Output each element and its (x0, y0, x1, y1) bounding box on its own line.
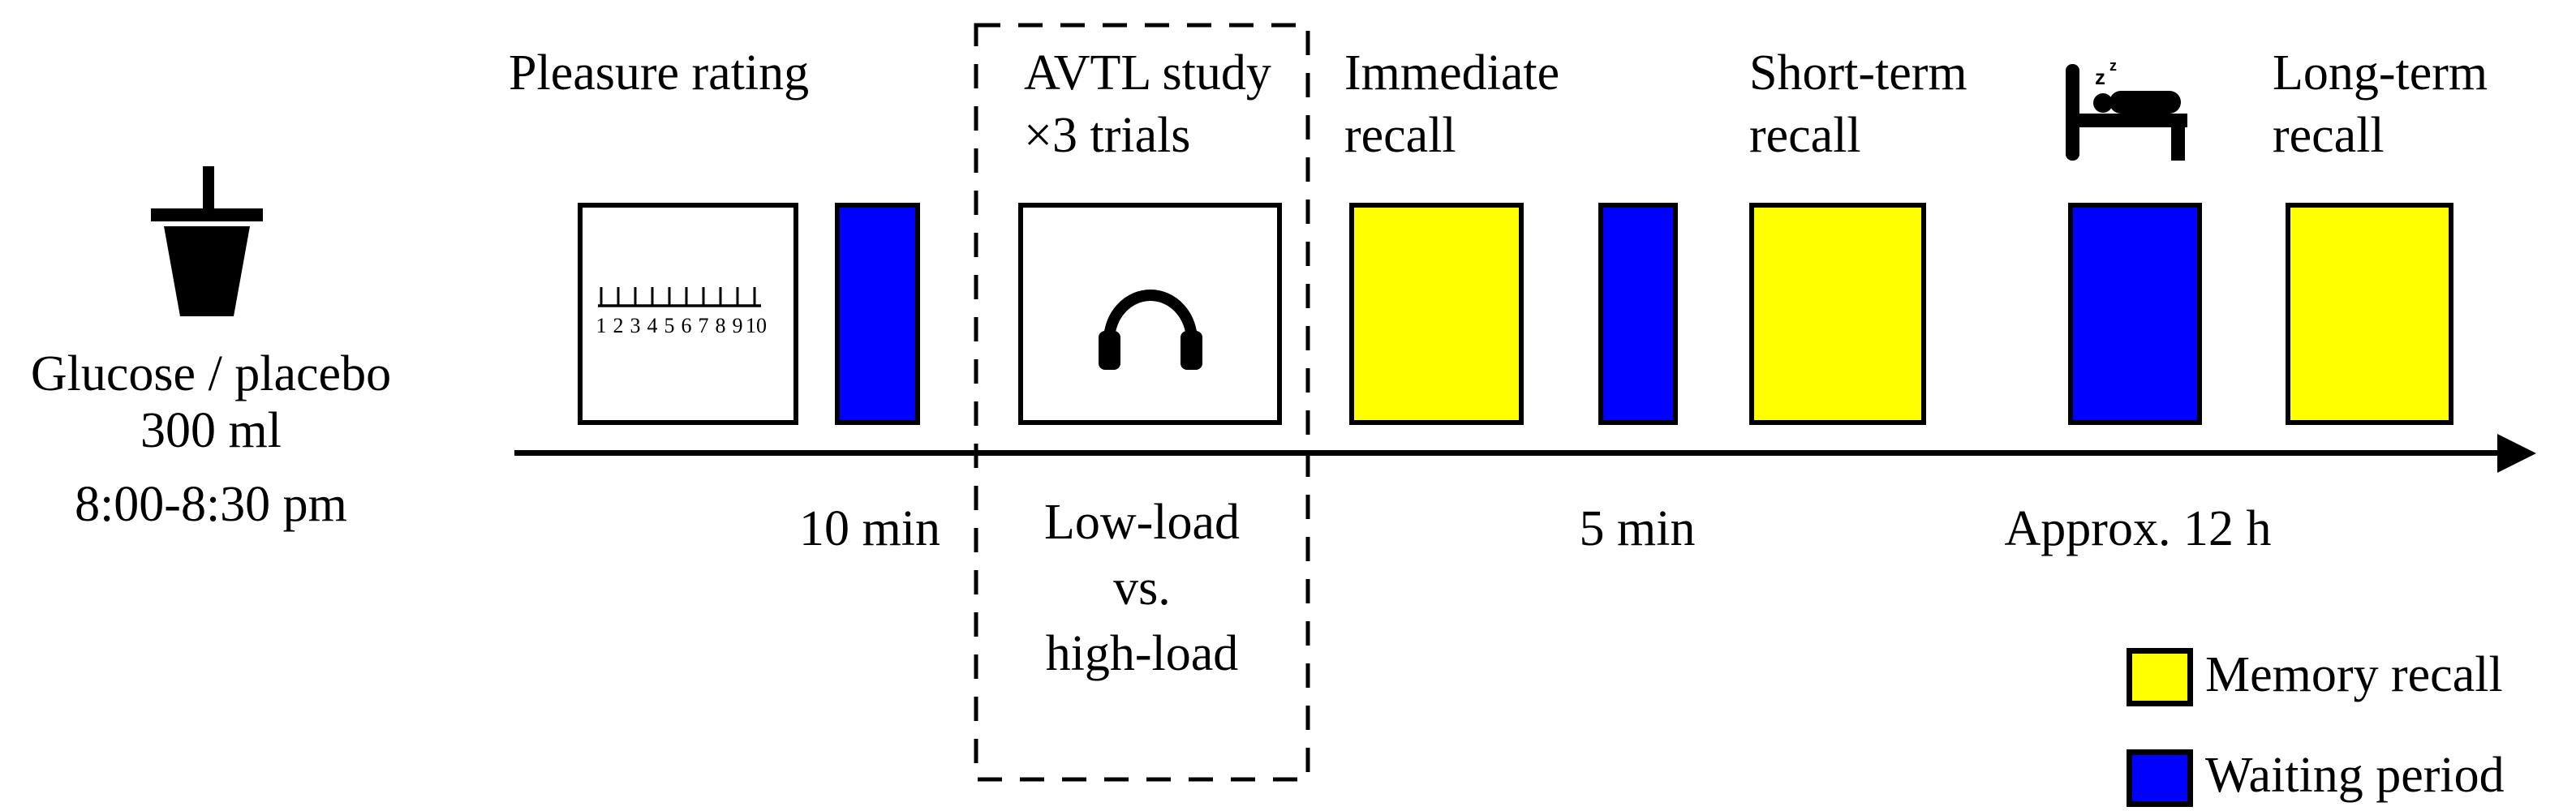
scale-num-5: 5 (664, 314, 675, 337)
waiting-box-1 (835, 203, 920, 425)
scale-num-3: 3 (630, 314, 641, 337)
long-term-recall-label-line1: Long-term (2273, 45, 2488, 101)
long-term-recall-label-line2: recall (2273, 108, 2385, 163)
duration-5min: 5 min (1579, 501, 1696, 556)
sleep-z1: z (2095, 65, 2105, 89)
duration-12h: Approx. 12 h (2004, 501, 2272, 556)
legend-waiting-swatch (2127, 749, 2193, 807)
avtl-study-box (1018, 203, 1282, 425)
short-term-recall-label-line2: recall (1749, 108, 1861, 163)
avtl-condition-line2: vs. (1113, 560, 1171, 616)
short-term-recall-box (1749, 203, 1926, 425)
immediate-recall-box (1349, 203, 1524, 425)
pleasure-rating-label: Pleasure rating (509, 45, 810, 101)
avtl-condition-label: Low-load vs. high-load (974, 490, 1310, 687)
legend-memory-swatch (2127, 648, 2193, 706)
immediate-recall-label-line1: Immediate (1344, 45, 1560, 101)
sleep-z2: z (2109, 58, 2117, 74)
short-term-recall-label-line1: Short-term (1749, 45, 1967, 101)
avtl-study-label-line2: ×3 trials (1024, 108, 1191, 163)
timeline-axis (514, 450, 2502, 456)
avtl-study-label-line1: AVTL study (1024, 45, 1271, 101)
long-term-recall-label: Long-term recall (2273, 42, 2488, 167)
immediate-recall-label: Immediate recall (1344, 42, 1559, 167)
pleasure-rating-box (578, 203, 798, 425)
scale-num-7: 7 (699, 314, 709, 337)
immediate-recall-label-line2: recall (1344, 108, 1456, 163)
waiting-box-3 (2068, 203, 2202, 425)
avtl-study-label: AVTL study ×3 trials (1024, 42, 1271, 167)
scale-num-9: 9 (733, 314, 743, 337)
short-term-recall-label: Short-term recall (1749, 42, 1967, 167)
legend-waiting-label: Waiting period (2205, 748, 2505, 803)
intervention-name: Glucose / placebo (30, 346, 392, 401)
legend-memory-label: Memory recall (2205, 647, 2503, 702)
avtl-condition-line3: high-load (1045, 626, 1239, 681)
avtl-dashed-region (974, 23, 1310, 782)
scale-num-6: 6 (682, 314, 692, 337)
intervention-time: 8:00-8:30 pm (75, 477, 347, 532)
long-term-recall-box (2286, 203, 2453, 425)
headphones-icon (1099, 290, 1202, 370)
scale-num-2: 2 (613, 314, 624, 337)
scale-num-8: 8 (716, 314, 726, 337)
scale-num-4: 4 (647, 314, 658, 337)
rating-scale-icon: 1 2 3 4 5 6 7 8 9 10 (596, 287, 767, 337)
duration-10min: 10 min (799, 501, 940, 556)
bed-sleep-icon: z z (2066, 58, 2187, 161)
waiting-box-2 (1598, 203, 1678, 425)
drink-cup-icon (151, 166, 263, 316)
scale-num-1: 1 (596, 314, 607, 337)
avtl-condition-line1: Low-load (1043, 495, 1241, 550)
scale-num-10: 10 (746, 314, 767, 337)
timeline-arrowhead-icon (2497, 434, 2536, 473)
intervention-volume: 300 ml (140, 403, 282, 458)
